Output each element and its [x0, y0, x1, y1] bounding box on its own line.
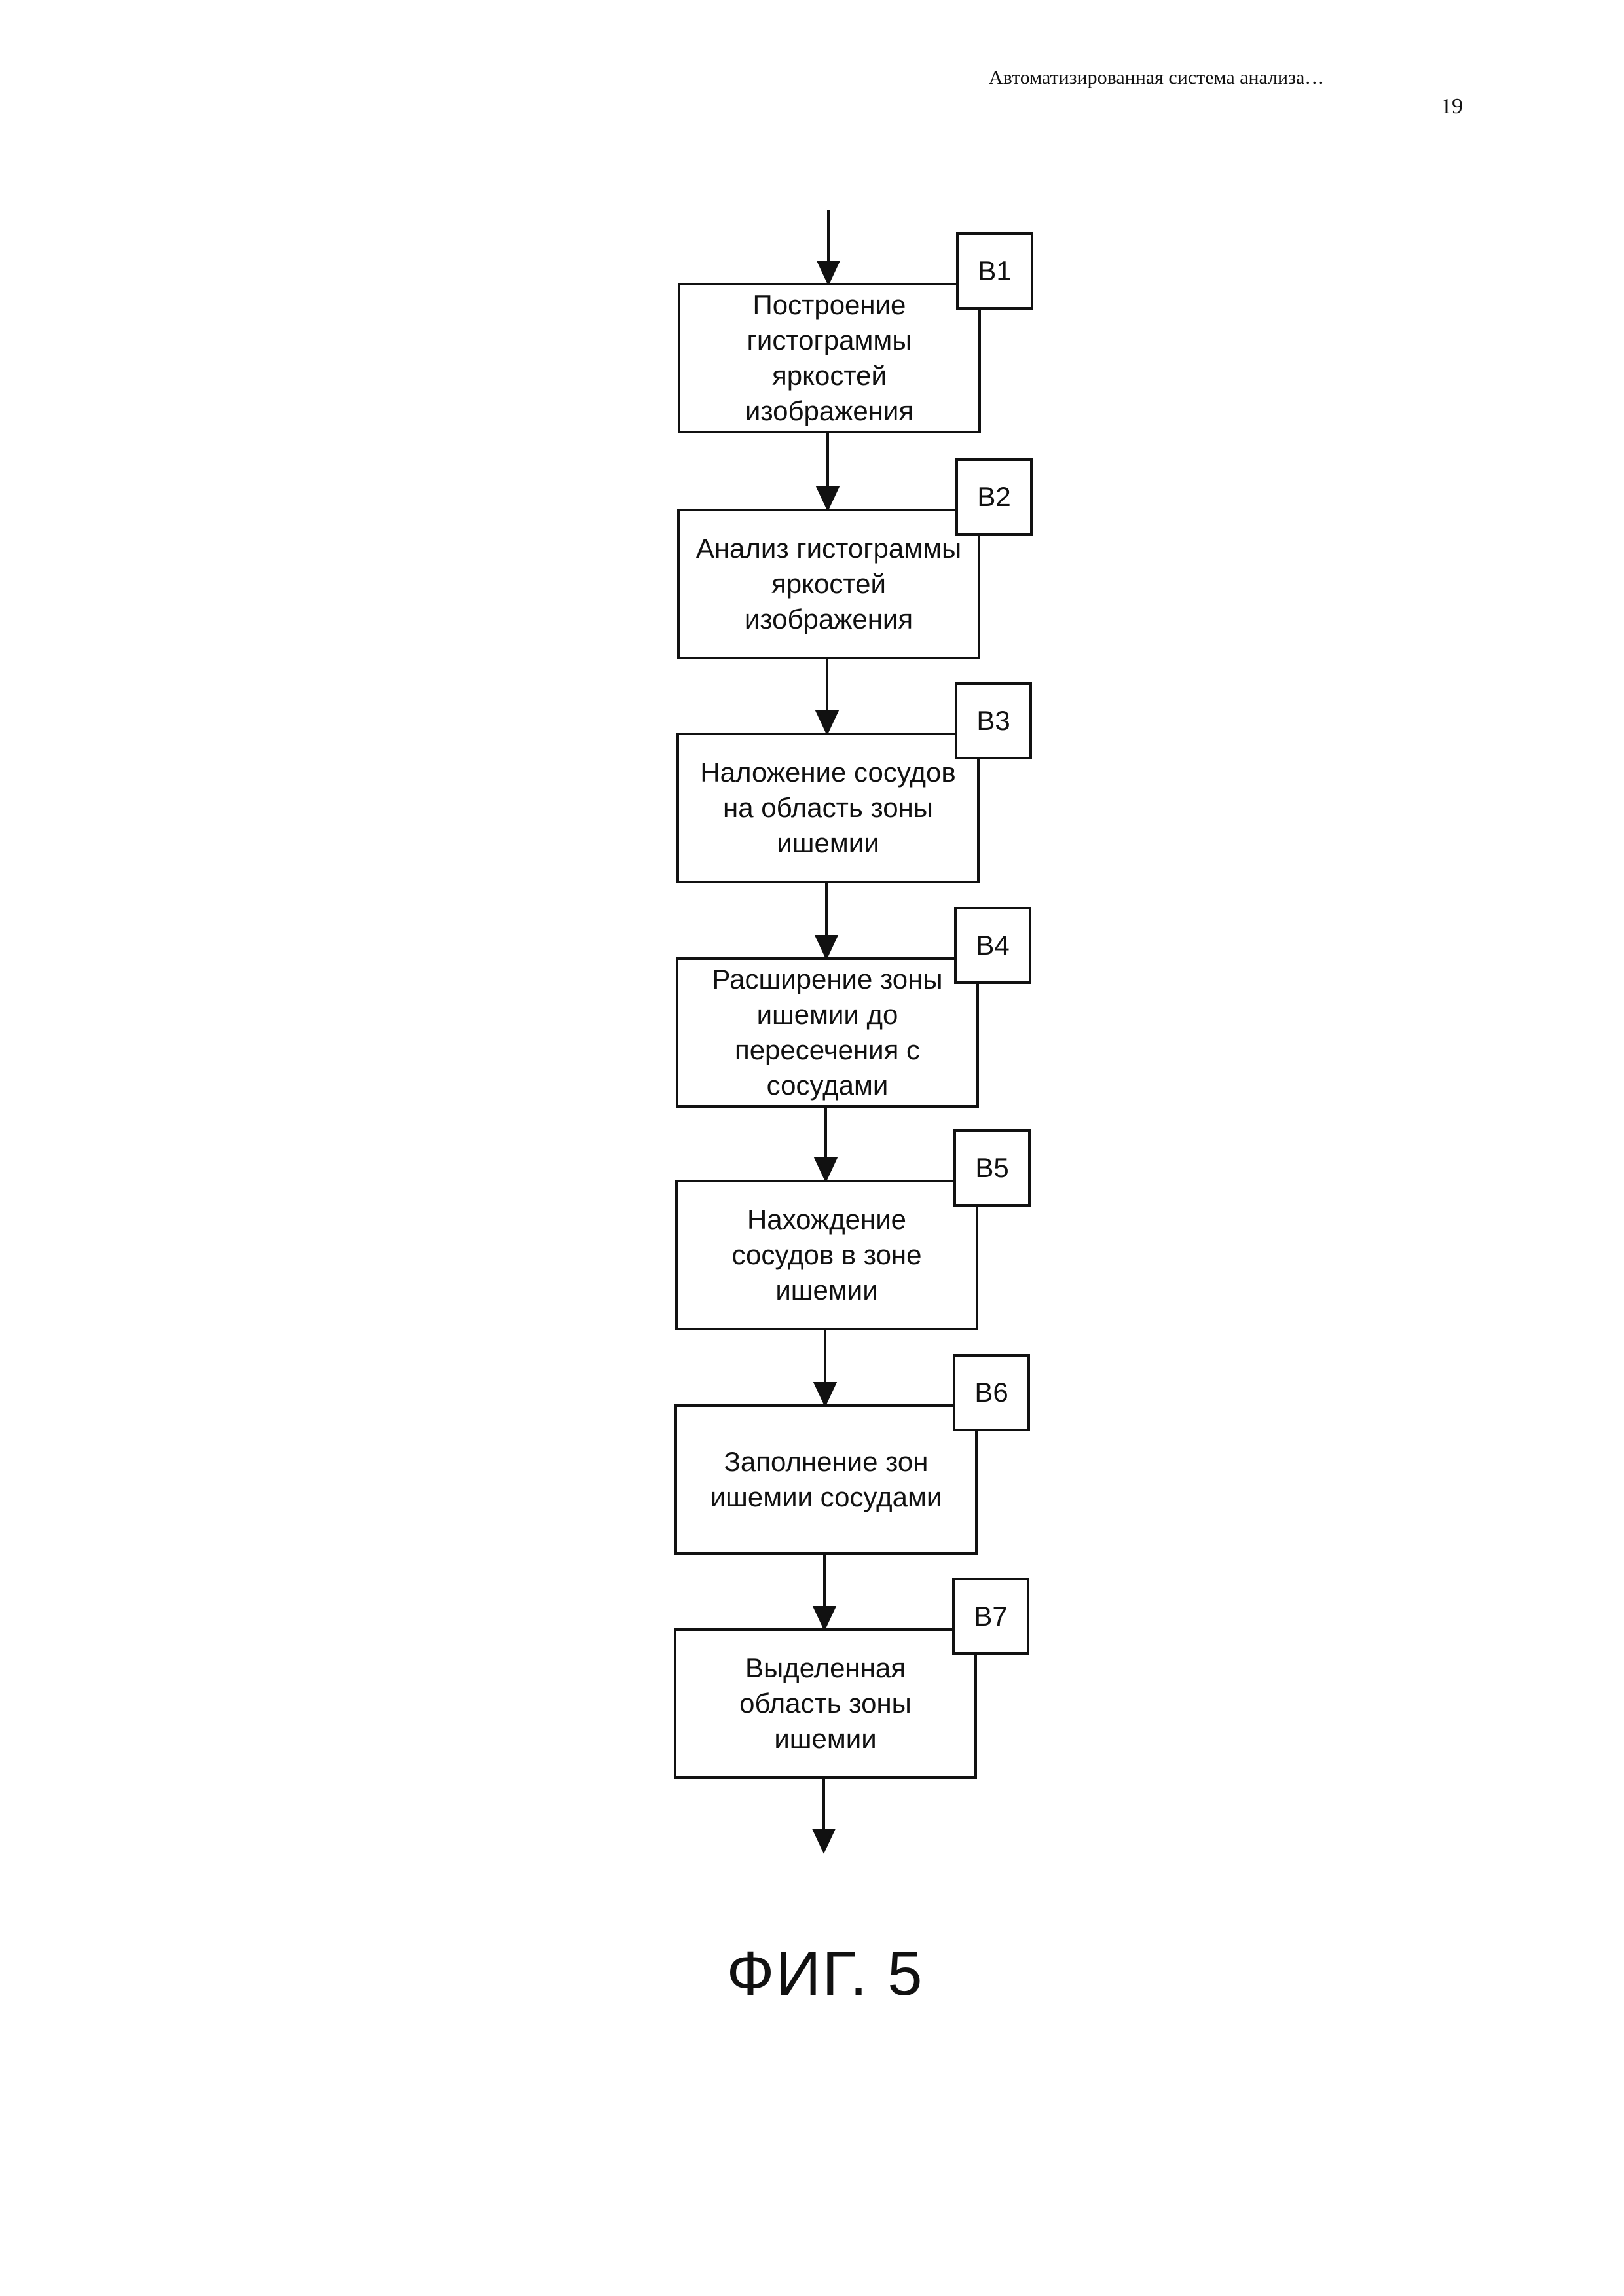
step-text-b5: Нахождение сосудов в зоне ишемии — [732, 1202, 922, 1308]
arrowhead-exit — [814, 1830, 834, 1851]
step-label-b7: B7 — [952, 1578, 1029, 1655]
step-text-b7: Выделенная область зоны ишемии — [739, 1650, 912, 1757]
step-label-b4: B4 — [954, 907, 1031, 984]
arrowhead-b5-b6 — [815, 1383, 835, 1404]
step-box-b7: Выделенная область зоны ишемии — [674, 1628, 977, 1779]
arrowhead-b1-b2 — [818, 488, 838, 509]
step-box-b4: Расширение зоны ишемии до пересечения с … — [676, 957, 979, 1108]
step-box-b6: Заполнение зон ишемии сосудами — [674, 1404, 978, 1555]
step-text-b2: Анализ гистограммы яркостей изображения — [696, 531, 961, 637]
step-label-b6: B6 — [953, 1354, 1030, 1431]
figure-caption: ФИГ. 5 — [655, 1938, 995, 2010]
arrowhead-b6-b7 — [815, 1607, 834, 1628]
step-box-b5: Нахождение сосудов в зоне ишемии — [675, 1180, 978, 1330]
arrowhead-b4-b5 — [816, 1159, 836, 1180]
step-label-b2: B2 — [955, 458, 1033, 536]
step-text-b3: Наложение сосудов на область зоны ишемии — [700, 755, 955, 861]
step-label-b5: B5 — [953, 1129, 1031, 1207]
step-box-b2: Анализ гистограммы яркостей изображения — [677, 509, 980, 659]
step-text-b4: Расширение зоны ишемии до пересечения с … — [712, 962, 942, 1103]
step-text-b6: Заполнение зон ишемии сосудами — [710, 1444, 942, 1515]
arrowhead-b3-b4 — [817, 936, 836, 957]
arrowhead-entry — [819, 262, 838, 283]
step-box-b3: Наложение сосудов на область зоны ишемии — [676, 733, 980, 883]
step-box-b1: Построение гистограммы яркостей изображе… — [678, 283, 981, 433]
step-label-b1: B1 — [956, 232, 1033, 310]
arrowhead-b2-b3 — [817, 712, 837, 733]
step-text-b1: Построение гистограммы яркостей изображе… — [745, 287, 913, 429]
step-label-b3: B3 — [955, 682, 1032, 759]
